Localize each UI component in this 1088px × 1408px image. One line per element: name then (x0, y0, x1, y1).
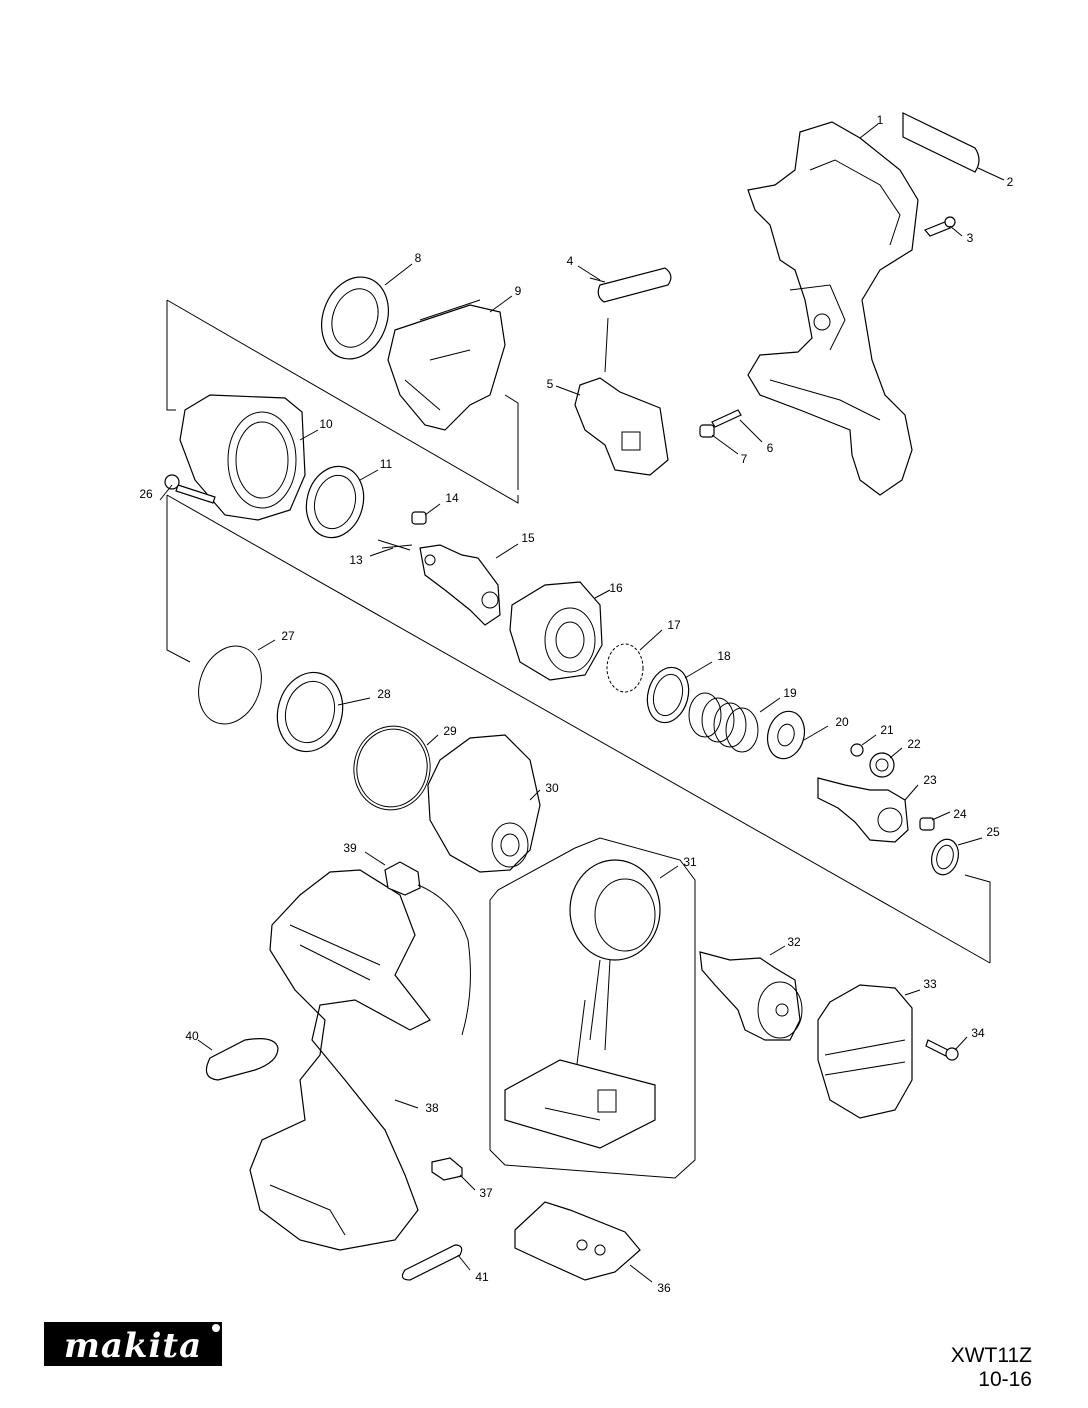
part-spring (688, 692, 759, 753)
part-number-label-2: 2 (1007, 175, 1014, 189)
part-washer-18 (646, 666, 690, 724)
part-name-plate (902, 112, 980, 173)
part-strap (401, 1244, 463, 1281)
part-pin-spring (699, 409, 742, 438)
part-number-label-33: 33 (923, 977, 937, 991)
makita-logo: makita (44, 1322, 222, 1366)
part-number-label-4: 4 (567, 254, 574, 268)
part-number-label-28: 28 (377, 687, 391, 701)
part-number-label-20: 20 (835, 715, 849, 729)
callout-leaders (159, 123, 1005, 1283)
part-number-label-3: 3 (967, 231, 974, 245)
part-number-label-19: 19 (783, 686, 797, 700)
part-screw-3 (924, 216, 956, 237)
part-number-label-40: 40 (185, 1029, 199, 1043)
part-number-label-37: 37 (479, 1186, 493, 1200)
part-number-label-34: 34 (971, 1026, 985, 1040)
part-number-label-17: 17 (667, 618, 681, 632)
part-motor-housing-cover (817, 984, 913, 1119)
part-number-label-18: 18 (717, 649, 731, 663)
part-ring-8 (321, 276, 389, 360)
part-steel-balls (377, 511, 427, 551)
part-number-label-8: 8 (415, 251, 422, 265)
part-number-label-38: 38 (425, 1101, 439, 1115)
part-hammer-case (179, 394, 306, 521)
svg-text:makita: makita (64, 1326, 202, 1366)
part-terminal (514, 1201, 641, 1281)
part-gear-housing (427, 734, 541, 873)
part-housing-right (747, 121, 919, 496)
part-number-label-9: 9 (515, 284, 522, 298)
part-rotor (699, 951, 803, 1041)
part-number-label-36: 36 (657, 1281, 671, 1295)
part-number-label-10: 10 (319, 417, 333, 431)
grouping-lines (166, 299, 991, 964)
part-number-label-1: 1 (877, 113, 884, 127)
part-retaining-ring (198, 645, 262, 725)
part-37 (431, 1157, 463, 1181)
part-washer-11 (305, 465, 365, 539)
part-stator-controller-frame (489, 837, 696, 1179)
part-number-label-22: 22 (907, 737, 921, 751)
part-screw-34 (925, 1039, 959, 1061)
revision-date: 10-16 (978, 1368, 1032, 1391)
part-number-label-6: 6 (767, 441, 774, 455)
part-number-label-23: 23 (923, 773, 937, 787)
part-cap (205, 1038, 279, 1081)
part-bumper (387, 299, 506, 431)
part-number-label-41: 41 (475, 1270, 489, 1284)
part-anvil (419, 544, 501, 626)
part-number-label-15: 15 (521, 531, 535, 545)
part-number-label-5: 5 (547, 377, 554, 391)
part-washer-20 (766, 710, 806, 760)
part-number-label-21: 21 (880, 723, 894, 737)
part-number-labels: 1234567891011131415161718192021222324252… (139, 113, 1013, 1295)
part-switch (574, 317, 669, 476)
part-number-label-39: 39 (343, 841, 357, 855)
part-number-label-31: 31 (683, 855, 697, 869)
part-hammer (509, 581, 603, 681)
part-number-label-27: 27 (281, 629, 295, 643)
part-number-label-29: 29 (443, 724, 457, 738)
part-number-label-24: 24 (953, 807, 967, 821)
part-stator (569, 859, 661, 1081)
part-ball-gear (850, 743, 895, 778)
part-number-label-25: 25 (986, 825, 1000, 839)
part-oring-29 (353, 725, 431, 811)
part-controller-board (504, 1059, 656, 1149)
part-number-label-13: 13 (349, 553, 363, 567)
part-wire-39 (384, 861, 471, 1036)
part-pin-oring (919, 817, 959, 876)
part-number-label-32: 32 (787, 935, 801, 949)
part-housing-left (249, 869, 431, 1251)
part-spindle (817, 777, 909, 843)
part-number-label-11: 11 (380, 457, 393, 471)
part-number-label-7: 7 (741, 452, 748, 466)
model-code: XWT11Z (950, 1344, 1032, 1367)
part-screw-26 (164, 474, 216, 504)
part-internal-gear (276, 671, 344, 753)
part-switch-lever (589, 267, 672, 303)
part-ball-ring (606, 643, 644, 693)
part-number-label-14: 14 (445, 491, 459, 505)
part-number-label-30: 30 (545, 781, 559, 795)
part-number-label-26: 26 (139, 487, 153, 501)
part-number-label-16: 16 (609, 581, 623, 595)
